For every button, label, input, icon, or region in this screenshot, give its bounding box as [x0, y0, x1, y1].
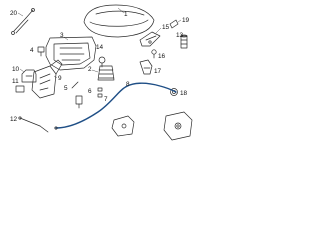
callout-11: 11 [12, 78, 19, 85]
callout-2: 2 [88, 66, 92, 73]
bottle-bracket[interactable] [15, 85, 25, 93]
hood-panel[interactable] [83, 4, 155, 38]
callout-9: 9 [58, 75, 62, 82]
callout-8: 8 [126, 81, 130, 88]
hood-seal-ribbed[interactable] [97, 65, 115, 81]
callout-13: 13 [176, 32, 184, 39]
cable-end-actuator[interactable] [18, 116, 49, 133]
callout-4: 4 [30, 47, 34, 54]
callout-1: 1 [124, 11, 128, 18]
callout-20: 20 [10, 10, 18, 17]
primary-latch[interactable] [163, 111, 193, 141]
callout-3: 3 [60, 32, 64, 39]
callout-16: 16 [158, 53, 166, 60]
callout-18: 18 [180, 90, 188, 97]
hood-latch-assembly[interactable] [31, 59, 63, 99]
hood-bumper[interactable] [37, 46, 45, 57]
insulator-clip[interactable] [98, 56, 106, 68]
hood-stay-bracket[interactable] [169, 19, 179, 29]
callout-12: 12 [10, 116, 18, 123]
cable-clip[interactable] [97, 87, 103, 98]
callout-19: 19 [182, 17, 190, 24]
callout-5: 5 [64, 85, 68, 92]
callout-7: 7 [104, 96, 108, 103]
release-lever-rod[interactable] [71, 81, 79, 89]
leader-line-9 [53, 75, 58, 79]
latch-striker[interactable] [75, 95, 83, 109]
hood-parts-diagram: 1 20 3 4 14 15 16 [10, 4, 193, 141]
hood-spring[interactable] [180, 34, 188, 49]
callout-17: 17 [154, 68, 162, 75]
callout-14: 14 [96, 44, 104, 51]
release-handle[interactable] [139, 59, 153, 75]
leader-line-15 [155, 27, 162, 34]
hood-release-cable[interactable] [54, 82, 177, 130]
hinge-bolt[interactable] [151, 49, 157, 59]
leader-line-10 [19, 68, 25, 73]
leader-line-19 [177, 19, 182, 23]
callout-15: 15 [162, 24, 170, 31]
leader-line-2 [91, 69, 99, 73]
fluid-bottle[interactable] [21, 69, 37, 83]
hood-insulator-pad[interactable] [45, 36, 97, 71]
leader-line-3 [63, 36, 69, 41]
callout-6: 6 [88, 88, 92, 95]
hood-hinge[interactable] [139, 31, 161, 47]
hood-support-strut[interactable] [11, 8, 35, 35]
callout-10: 10 [12, 66, 20, 73]
leader-line-1 [117, 7, 125, 14]
secondary-latch[interactable] [111, 115, 135, 137]
leader-line-20 [17, 12, 24, 17]
